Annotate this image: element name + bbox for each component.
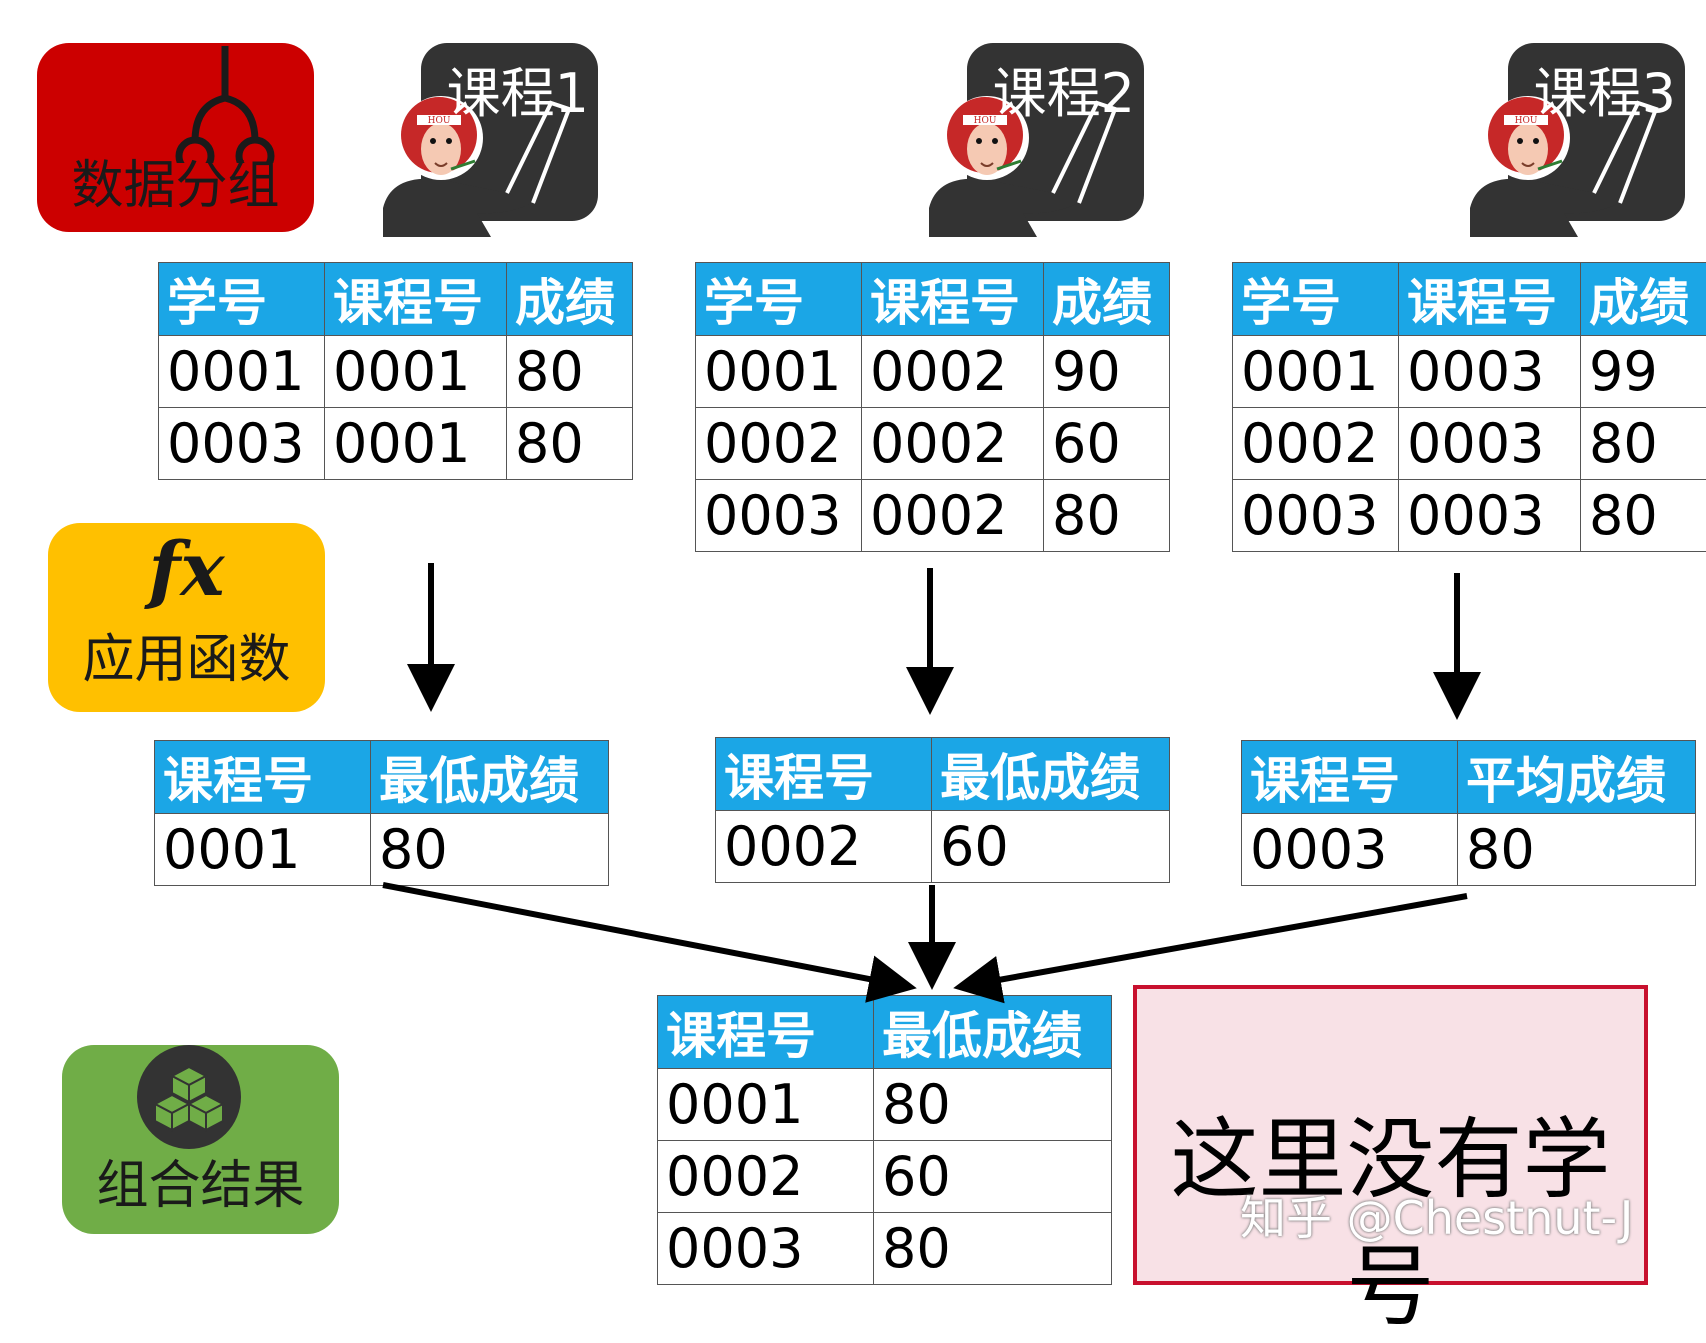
arrow-merge-3 bbox=[965, 896, 1467, 986]
arrow-merge-1 bbox=[383, 885, 905, 986]
watermark: 知乎 @Chestnut-J bbox=[1240, 1182, 1633, 1248]
